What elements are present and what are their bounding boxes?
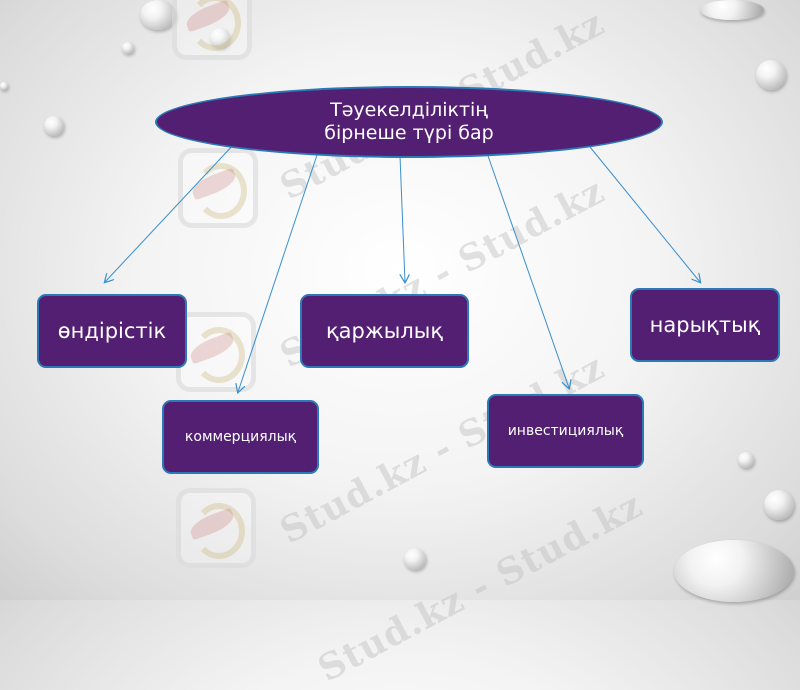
water-drop (738, 452, 754, 468)
node-kommerciyalyk: коммерциялық (162, 400, 319, 474)
arrow-to-investiciyalyk (486, 152, 569, 388)
water-drop (140, 0, 176, 30)
node-label: қаржылық (325, 319, 444, 343)
water-drop (764, 490, 794, 520)
water-drop (44, 116, 64, 136)
watermark-logo (172, 0, 252, 60)
arrow-to-naryktyk (589, 146, 700, 282)
arrow-to-ondiristik (105, 142, 236, 282)
root-node: Тәуекелділіктің бірнеше түрі бар (155, 86, 663, 158)
root-label: Тәуекелділіктің бірнеше түрі бар (324, 99, 494, 144)
node-investiciyalyk: инвестициялық (487, 394, 644, 468)
watermark-logo (176, 488, 256, 568)
node-label: нарықтық (649, 313, 761, 337)
connector-arrows (0, 142, 800, 600)
water-drop (700, 0, 764, 20)
node-naryktyk: нарықтық (630, 288, 780, 362)
node-label: инвестициялық (507, 422, 624, 439)
node-label: өндірістік (57, 319, 167, 343)
node-label: коммерциялық (184, 428, 297, 445)
arrow-to-karzhylyk (399, 155, 405, 282)
water-drop (404, 548, 426, 570)
water-drop (674, 540, 794, 602)
water-drop (756, 60, 786, 90)
water-drop (0, 82, 8, 90)
water-drop (122, 42, 134, 54)
node-ondiristik: өндірістік (37, 294, 187, 368)
arrow-to-kommerciyalyk (238, 151, 319, 392)
node-karzhylyk: қаржылық (300, 294, 469, 368)
